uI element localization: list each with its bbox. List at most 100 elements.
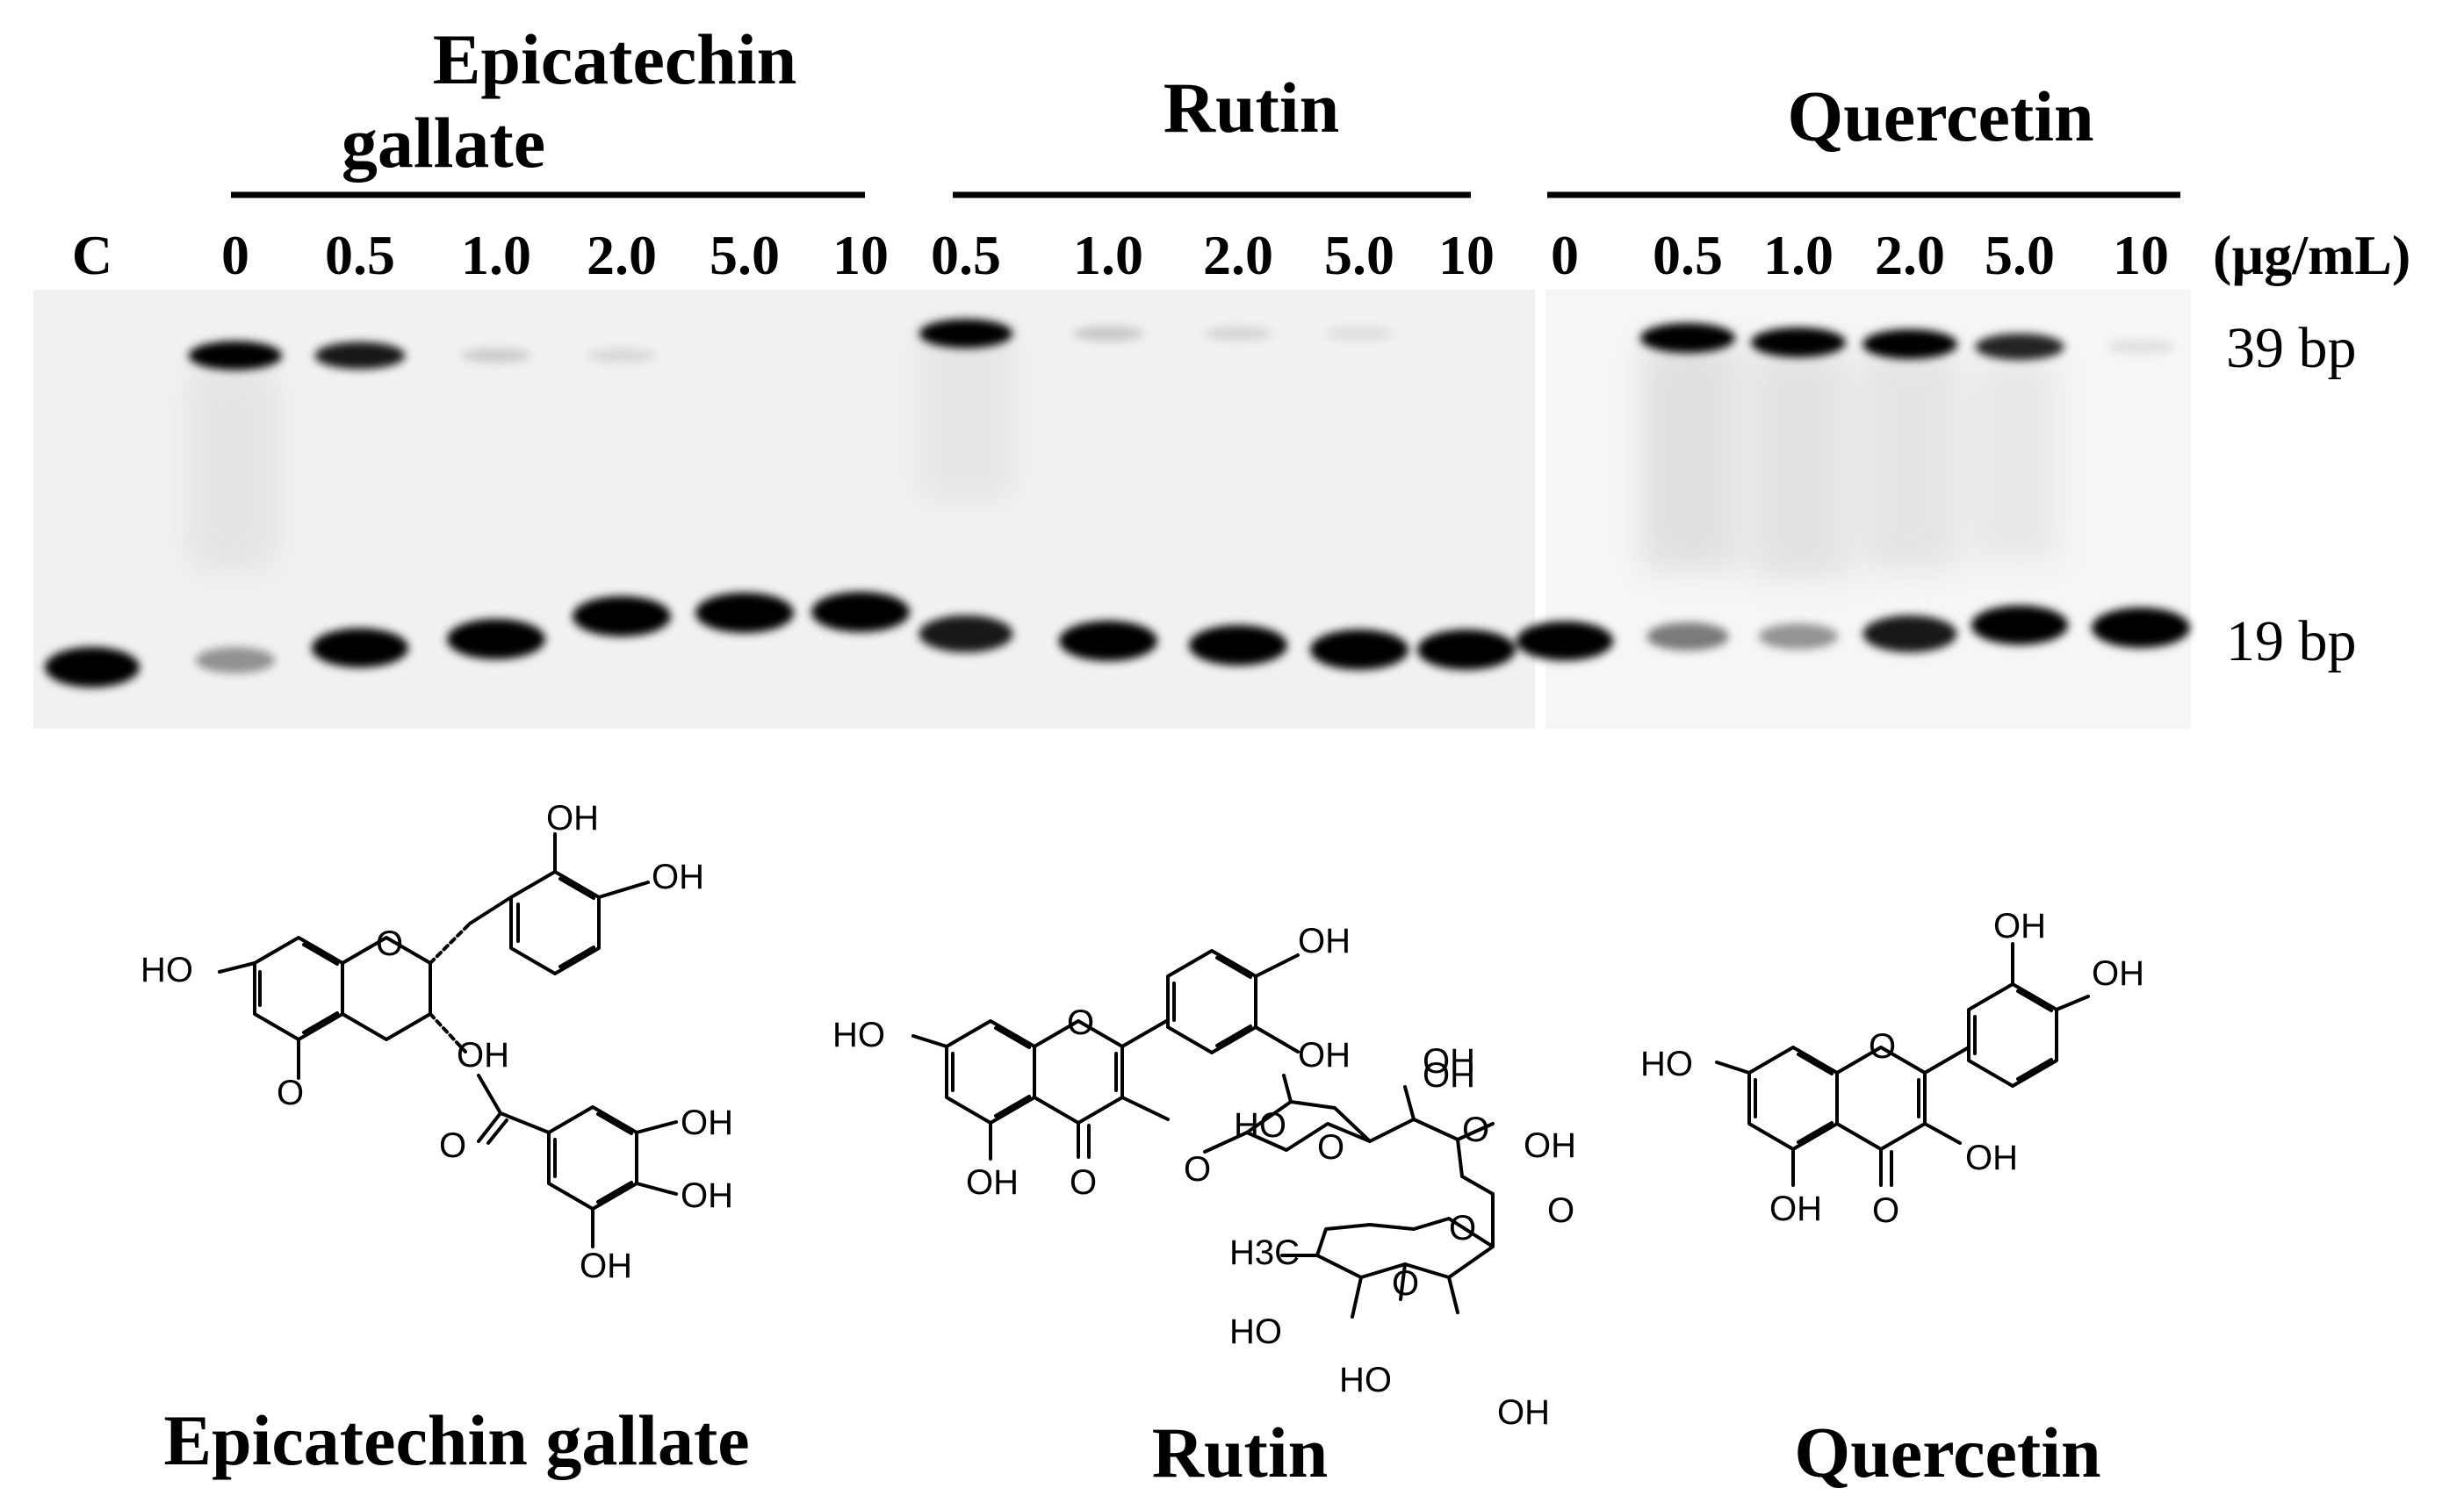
atom-label: HO — [1229, 1312, 1282, 1351]
atom-label: OH — [1423, 1042, 1475, 1081]
gel-band-39bp — [314, 342, 406, 370]
gel-band-39bp — [587, 348, 656, 363]
atom-label: HO — [1640, 1045, 1693, 1083]
lane-label: 2.0 — [1875, 224, 1945, 286]
bond-hashed — [429, 922, 472, 965]
atom-label: OH — [580, 1247, 632, 1285]
gel-smear — [1752, 351, 1848, 579]
atom-label: O — [1067, 1003, 1094, 1042]
bond-ring — [945, 1019, 1036, 1125]
gel-band-19bp — [447, 619, 545, 659]
gel-band-19bp — [311, 628, 409, 668]
atom-label: OH — [681, 1176, 733, 1215]
bond-ring — [341, 936, 432, 1041]
bond-sugar — [1245, 1074, 1495, 1196]
bond-double — [258, 943, 339, 1034]
atom-label: O — [376, 924, 403, 963]
atom-label: OH — [546, 799, 599, 838]
gel-band-39bp — [2107, 339, 2175, 355]
atom-label: OH — [1993, 907, 2046, 946]
gel-smear — [1642, 342, 1739, 571]
gel-band-19bp — [1516, 621, 1614, 661]
gel-band-19bp — [811, 592, 910, 632]
lane-label: 5.0 — [710, 224, 780, 286]
gel-band-19bp — [695, 593, 794, 633]
structure-caption-rutin: Rutin — [1152, 1413, 1329, 1492]
bond-double — [486, 1118, 508, 1145]
marker-label-39bp: 39 bp — [2226, 316, 2357, 380]
group-title-epicatechin-line2: gallate — [342, 103, 545, 183]
bond — [1923, 1046, 1970, 1075]
atom-label: O — [439, 1126, 466, 1165]
atom-label: O — [1872, 1191, 1899, 1230]
lane-label: 0 — [221, 224, 249, 286]
atom-label: OH — [2092, 954, 2144, 993]
bond-double — [1973, 989, 2053, 1081]
bond-double — [516, 877, 595, 968]
gel-band-39bp — [1862, 329, 1957, 359]
bond-ring — [1166, 949, 1257, 1054]
structure-epicatechin-gallate: OH OH HO O O OH O OH OH OH Epicatechin g… — [140, 799, 750, 1480]
atom-label: HO — [832, 1016, 885, 1054]
atom-label: OH — [1423, 1056, 1475, 1095]
gel-band-39bp — [461, 348, 531, 363]
atom-label: O — [1449, 1209, 1476, 1248]
gel-band-39bp — [188, 341, 283, 370]
gel-band-19bp — [195, 647, 276, 673]
gel-smear — [1971, 360, 2059, 562]
gel-smears — [189, 325, 2059, 579]
bond — [911, 1034, 1091, 1161]
gel-band-19bp — [1758, 623, 1839, 650]
gel-band-39bp — [1975, 333, 2064, 361]
bond — [2011, 942, 2090, 1011]
group-title-quercetin: Quercetin — [1787, 76, 2093, 156]
lane-label: 10 — [832, 224, 889, 286]
lane-label: 2.0 — [587, 224, 657, 286]
lane-label: 10 — [1438, 224, 1495, 286]
lane-label: 0.5 — [325, 224, 395, 286]
gel-smear — [1862, 351, 1958, 571]
atom-label: O — [1184, 1150, 1211, 1189]
concentration-unit: (µg/mL) — [2213, 224, 2410, 286]
gel-band-19bp — [1059, 621, 1157, 661]
bond-ring — [1033, 1019, 1124, 1125]
gel-band-19bp — [1417, 629, 1516, 670]
gel-band-19bp — [1189, 625, 1287, 665]
atom-label: OH — [966, 1163, 1019, 1202]
gel-band-19bp — [919, 615, 1013, 653]
atom-label: OH — [1524, 1126, 1576, 1165]
bond — [218, 961, 256, 974]
gel-smear — [918, 325, 1014, 500]
lane-label: 2.0 — [1203, 224, 1273, 286]
lane-label: 0.5 — [1653, 224, 1723, 286]
atom-label: OH — [1769, 1190, 1822, 1228]
structure-caption-epicatechin-gallate: Epicatechin gallate — [163, 1400, 749, 1480]
lane-label: 10 — [2113, 224, 2169, 286]
atom-label: OH — [652, 858, 704, 896]
lane-label: 5.0 — [1324, 224, 1394, 286]
structure-rutin: OH OH HO O OH HO OH O O OH O O OH O O H3… — [832, 922, 1576, 1492]
bond-ring — [509, 870, 601, 975]
atom-label: O — [1462, 1111, 1489, 1149]
bond-ring — [1747, 1046, 1839, 1151]
structure-quercetin: OH OH HO O OH OH O Quercetin — [1640, 907, 2144, 1492]
atom-label: O — [277, 1074, 304, 1112]
gel-band-19bp — [45, 647, 140, 687]
atom-label: OH — [1965, 1139, 2018, 1177]
gel-band-39bp — [919, 319, 1013, 349]
bond — [477, 1074, 551, 1143]
bond-double — [951, 1026, 1031, 1118]
atom-label: O — [1392, 1264, 1419, 1303]
gel-band-39bp — [1204, 326, 1272, 342]
group-title-rutin: Rutin — [1164, 68, 1340, 147]
gel-band-19bp — [1646, 622, 1729, 651]
bond — [591, 1120, 678, 1248]
lane-labels: C 0 0.5 1.0 2.0 5.0 10 0.5 1.0 2.0 5.0 1… — [72, 224, 2410, 286]
lane-label: 1.0 — [1763, 224, 1834, 286]
atom-label: OH — [1298, 1036, 1351, 1075]
gel-band-39bp — [1640, 323, 1735, 353]
atom-label: O — [1547, 1191, 1574, 1230]
gel-band-39bp — [1073, 326, 1143, 342]
bond-sugar — [1280, 1254, 1459, 1319]
